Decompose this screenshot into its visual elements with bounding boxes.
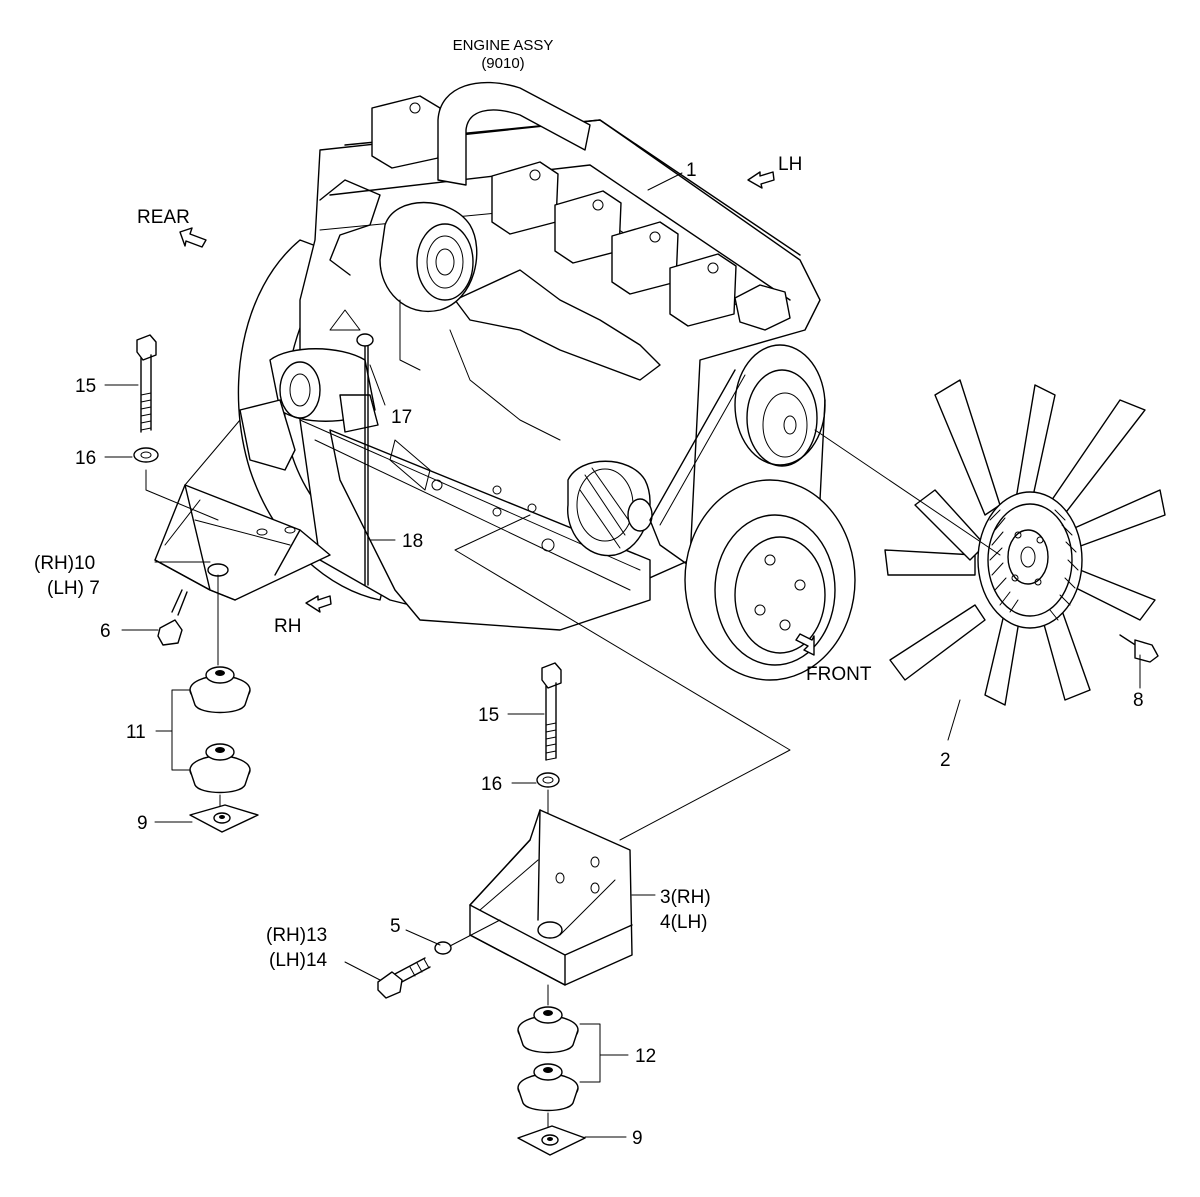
exhaust-manifold [319, 179, 381, 276]
title-line-1: ENGINE ASSY [453, 37, 554, 54]
alternator [567, 460, 653, 557]
fan-bolt [1119, 634, 1159, 663]
callout-15-left: 15 [75, 376, 96, 397]
callout-16-left: 16 [75, 448, 96, 469]
plate-9-left [189, 804, 259, 833]
callout-18: 18 [402, 531, 423, 552]
label-rear: REAR [137, 207, 190, 228]
connector-lines [184, 419, 1001, 841]
callout-16-center: 16 [481, 774, 502, 795]
callout-17: 17 [391, 407, 412, 428]
washer-16-center [536, 772, 560, 788]
engine-assembly [237, 81, 856, 681]
callout-9-left: 9 [137, 813, 148, 834]
fan-pulley [734, 344, 826, 467]
bolt-6 [157, 589, 188, 646]
rubber-mount-11-upper [189, 666, 251, 714]
callout-2: 2 [940, 750, 951, 771]
callout-13: (RH)13 [266, 925, 327, 946]
oil-pan [329, 429, 651, 631]
rh-arrow-icon [305, 595, 332, 613]
rear-arrow-icon [179, 227, 207, 248]
turbocharger [379, 201, 478, 313]
bolt-15-left [136, 334, 157, 433]
left-mount-stack [133, 334, 331, 833]
callout-14: (LH)14 [269, 950, 328, 971]
rocker-covers [371, 95, 737, 327]
washer-16-left [133, 447, 159, 463]
title-line-2: (9010) [481, 55, 524, 72]
direction-labels: REAR LH RH FRONT [137, 154, 872, 685]
plate-9-bottom [517, 1125, 586, 1156]
rubber-mount-12-upper [517, 1006, 579, 1054]
callout-8: 8 [1133, 690, 1144, 711]
cooling-fan [884, 379, 1166, 706]
callout-4: 4(LH) [660, 912, 708, 933]
label-lh: LH [778, 154, 802, 175]
leader-lines [104, 172, 1141, 1138]
direction-arrows [179, 171, 815, 656]
rubber-mount-11-lower [189, 743, 251, 794]
callout-1: 1 [686, 160, 697, 181]
label-rh: RH [274, 616, 301, 637]
callout-9-bottom: 9 [632, 1128, 643, 1149]
lh-arrow-icon [747, 171, 775, 189]
intake-pipe [437, 81, 591, 186]
callout-5: 5 [390, 916, 401, 937]
rubber-mount-12-lower [517, 1063, 579, 1112]
callout-7: (LH) 7 [47, 578, 100, 599]
diagram-title: ENGINE ASSY (9010) [453, 37, 554, 72]
front-arrow-icon [795, 633, 815, 656]
label-front: FRONT [806, 664, 872, 685]
crankshaft-pulley [684, 479, 856, 681]
callout-10: (RH)10 [34, 553, 95, 574]
callout-11: 11 [126, 722, 146, 743]
center-mount-stack [377, 662, 633, 1156]
bolt-13-14 [377, 957, 431, 999]
callout-3: 3(RH) [660, 887, 711, 908]
callout-6: 6 [100, 621, 111, 642]
callout-15-center: 15 [478, 705, 499, 726]
callout-12: 12 [635, 1046, 656, 1067]
bracket-3-4 [469, 809, 633, 986]
callout-labels: 1 2 3(RH) 4(LH) 5 6 (LH) 7 8 9 9 (RH)10 … [34, 160, 1144, 1149]
bolt-15-center [541, 662, 562, 761]
